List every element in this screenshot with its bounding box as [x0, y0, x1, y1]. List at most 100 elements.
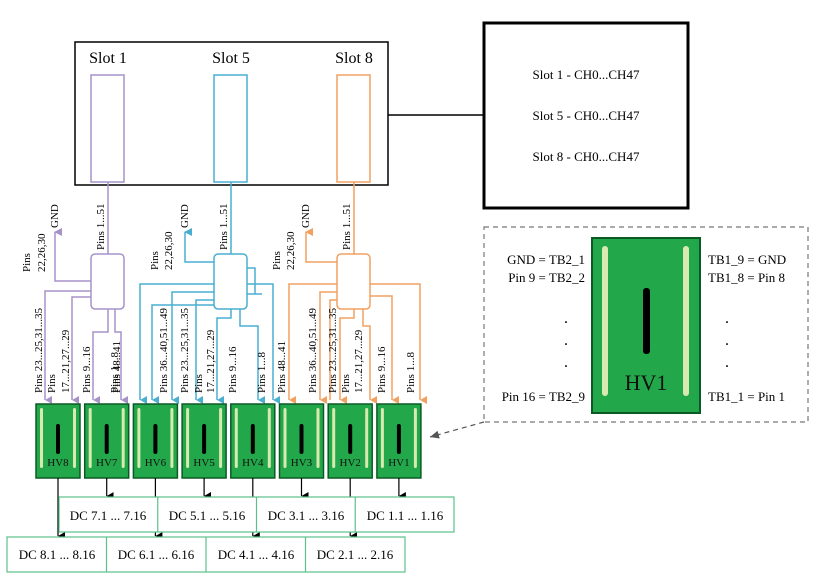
hv-board-hv6: HV6 [132, 403, 179, 479]
board-slot [348, 424, 353, 454]
board-strip [219, 408, 223, 468]
detail-board-slot [643, 288, 650, 354]
blue-gnd-label: GND [179, 204, 191, 228]
orange-pin-label-1: Pins 48...41 [276, 341, 288, 393]
dc-top-2: DC 5.1 ... 5.16 [169, 508, 246, 523]
blue-pin-label-4b: 17...21,27...29 [205, 329, 217, 393]
blue-wiring [139, 182, 280, 404]
detail-right-dot-3: . [725, 354, 729, 371]
board-label: HV8 [47, 457, 69, 469]
board-body [181, 403, 227, 479]
blue-pin-label-4a: Pins [193, 374, 205, 393]
dc-top-1: DC 7.1 ... 7.16 [70, 508, 147, 523]
slot-8-label: Slot 8 [335, 50, 373, 67]
board-slot [56, 424, 60, 454]
detail-board-right-strip [683, 246, 689, 396]
orange-pins-1-51: Pins 1...51 [341, 204, 353, 250]
board-slot [250, 424, 255, 454]
board-slot [202, 424, 207, 454]
blue-pins-gnd-label-2: 22,26,30 [163, 231, 175, 270]
orange-pin-label-4a: Pins [340, 374, 352, 393]
orange-pins-gnd-label-2: 22,26,30 [285, 231, 297, 270]
orange-gnd-label: GND [300, 204, 312, 228]
detail-left-dot-3: . [564, 354, 568, 371]
board-label: HV5 [193, 457, 215, 469]
blue-pin-label-5: Pins 9...16 [227, 346, 239, 393]
purple-pins-gnd-label: Pins [21, 253, 33, 272]
orange-pin-label-2: Pins 36...40,51...49 [307, 308, 319, 393]
board-slot [153, 424, 158, 454]
slot-5-label: Slot 5 [212, 50, 250, 67]
blue-pin-label-1: Pins 48...41 [111, 341, 123, 393]
detail-pointer [429, 421, 485, 439]
info-box [482, 21, 690, 210]
orange-pin-label-3: Pins 23...25,31...35 [327, 308, 339, 393]
blue-pin-label-6: Pins 1...8 [256, 352, 268, 393]
detail-right-dot-2: . [725, 332, 729, 349]
blue-pin-label-3: Pins 23...25,31...35 [179, 308, 191, 393]
purple-pin-label-4: Pins 1...8 [109, 352, 121, 393]
dc-top-3: DC 3.1 ... 3.16 [268, 508, 345, 523]
purple-pin-label-2b: 17...21,27...29 [60, 329, 72, 393]
detail-left-dot-1: . [564, 310, 568, 327]
board-strip [365, 408, 369, 468]
orange-pin-label-5: Pins 9...16 [376, 346, 388, 393]
hv-board-hv4: HV4 [230, 403, 276, 479]
board-slot [104, 424, 109, 454]
info-line-2: Slot 5 - CH0...CH47 [533, 108, 640, 123]
board-strip [413, 408, 417, 468]
board-label: HV3 [291, 457, 313, 469]
detail-left-2: Pin 9 = TB2_2 [508, 270, 585, 285]
blue-pins-gnd-label: Pins [149, 251, 161, 270]
orange-wiring [288, 182, 427, 404]
info-line-3: Slot 8 - CH0...CH47 [533, 149, 640, 164]
board-strip [170, 408, 174, 468]
dc-bottom-3: DC 4.1 ... 4.16 [218, 547, 295, 562]
purple-pins-1-51: Pins 1...51 [95, 204, 107, 250]
detail-board-left-strip [602, 246, 608, 396]
hv-board-hv7: HV7 [83, 403, 130, 479]
detail-left-1: GND = TB2_1 [507, 252, 585, 267]
board-slot [299, 424, 304, 454]
hv-board-hv3: HV3 [278, 403, 325, 479]
detail-right-dot-1: . [725, 310, 729, 327]
board-strip [332, 408, 336, 468]
board-label: HV2 [340, 457, 361, 469]
dc-bottom-4: DC 2.1 ... 2.16 [317, 547, 394, 562]
board-strip [40, 408, 43, 468]
slot-1-card [90, 74, 125, 183]
purple-wiring [44, 182, 128, 404]
board-label: HV4 [242, 457, 264, 469]
detail-right-3: TB1_1 = Pin 1 [708, 389, 785, 404]
orange-pins-gnd-label: Pins [271, 251, 283, 270]
board-strip [316, 408, 320, 468]
detail-right-2: TB1_8 = Pin 8 [708, 270, 785, 285]
board-strip [121, 408, 125, 468]
orange-pin-label-4b: 17...21,27...29 [353, 329, 365, 393]
blue-pins-1-51: Pins 1...51 [218, 204, 230, 250]
hv-board-hv5: HV5 [181, 403, 227, 479]
board-strip [186, 408, 190, 468]
board-strip [73, 408, 76, 468]
slot-1-label: Slot 1 [89, 50, 127, 67]
dc-bottom-2: DC 6.1 ... 6.16 [118, 547, 195, 562]
purple-pin-label-2a: Pins [46, 374, 58, 393]
detail-right-1: TB1_9 = GND [708, 252, 786, 267]
board-strip [137, 408, 141, 468]
purple-pin-label-1: Pins 23...25,31...35 [33, 308, 45, 393]
dc-bottom-1: DC 8.1 ... 8.16 [19, 547, 96, 562]
board-strip [283, 408, 287, 468]
dc-top-4: DC 1.1 ... 1.16 [367, 508, 444, 523]
detail-left-dot-2: . [564, 332, 568, 349]
hv-board-hv2: HV2 [327, 403, 373, 479]
board-label: HV7 [96, 457, 118, 469]
board-label: HV1 [388, 457, 409, 469]
board-strip [88, 408, 92, 468]
purple-gnd-label: GND [49, 204, 61, 228]
board-strip [234, 408, 238, 468]
detail-left-3: Pin 16 = TB2_9 [502, 389, 585, 404]
orange-pin-label-6: Pins 1...8 [405, 352, 417, 393]
detail-board-label: HV1 [625, 370, 668, 395]
